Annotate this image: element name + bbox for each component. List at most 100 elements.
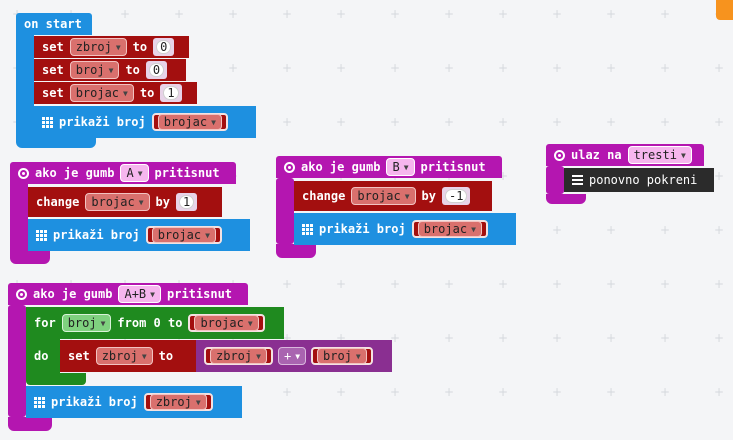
chevron-down-icon: ▼ — [295, 351, 301, 361]
set-zbroj-block[interactable]: set zbroj▼ to 0 — [34, 36, 189, 58]
grid-cross: + — [714, 331, 725, 345]
reset-block[interactable]: ponovno pokreni — [564, 168, 714, 192]
variable-name: zbroj — [101, 349, 138, 363]
number-input[interactable]: 0 — [148, 63, 165, 77]
chevron-down-icon: ▼ — [195, 397, 201, 407]
show-number-label: prikaži broj — [53, 228, 140, 242]
chevron-down-icon: ▼ — [115, 42, 121, 52]
show-number-block[interactable]: prikaži broj brojac▼ — [28, 219, 250, 251]
variable-dropdown[interactable]: brojac▼ — [351, 187, 416, 205]
gesture-name: tresti — [633, 148, 677, 162]
from-to-keyword: from 0 to — [117, 316, 183, 330]
operator-dropdown[interactable]: +▼ — [277, 347, 307, 365]
variable-dropdown[interactable]: brojac▼ — [157, 114, 222, 130]
loop-variable-dropdown[interactable]: broj▼ — [61, 314, 112, 332]
button-dropdown[interactable]: B▼ — [386, 158, 415, 176]
set-brojac-block[interactable]: set brojac▼ to 1 — [34, 82, 197, 104]
show-number-label: prikaži broj — [59, 115, 146, 129]
variable-dropdown[interactable]: brojac▼ — [69, 84, 134, 102]
variable-dropdown[interactable]: zbroj▼ — [69, 38, 127, 56]
grid-cross: + — [606, 223, 617, 237]
grid-cross: + — [228, 7, 239, 21]
variable-reporter[interactable]: brojac▼ — [411, 220, 488, 238]
variable-dropdown[interactable]: broj▼ — [69, 61, 120, 79]
grid-cross: + — [174, 7, 185, 21]
led-grid-icon — [34, 396, 45, 408]
variable-reporter[interactable]: brojac▼ — [188, 314, 265, 332]
grid-cross: + — [498, 385, 509, 399]
left-operand-reporter[interactable]: zbroj▼ — [204, 347, 273, 365]
grid-cross: + — [552, 61, 563, 75]
set-broj-block[interactable]: set broj▼ to 0 — [34, 59, 186, 81]
grid-cross: + — [660, 223, 671, 237]
number-input[interactable]: -1 — [445, 189, 468, 203]
variable-dropdown[interactable]: brojac▼ — [85, 193, 150, 211]
button-dropdown[interactable]: A▼ — [120, 164, 149, 182]
grid-cross: + — [498, 7, 509, 21]
button-event-prefix: ako je gumb — [33, 287, 113, 301]
chevron-down-icon: ▼ — [108, 65, 114, 75]
chevron-down-icon: ▼ — [123, 88, 128, 98]
variable-dropdown[interactable]: zbroj▼ — [210, 348, 267, 364]
grid-cross: + — [660, 61, 671, 75]
set-zbroj-sum-block[interactable]: set zbroj▼ to — [60, 340, 200, 372]
show-number-block[interactable]: prikaži broj brojac▼ — [294, 213, 516, 245]
grid-cross: + — [282, 61, 293, 75]
variable-dropdown[interactable]: zbroj▼ — [95, 347, 153, 365]
variable-reporter[interactable]: zbroj▼ — [143, 393, 213, 411]
show-number-block[interactable]: prikaži broj zbroj▼ — [26, 386, 242, 418]
variable-name: broj — [67, 316, 97, 330]
change-brojac-block[interactable]: change brojac▼ by -1 — [294, 181, 492, 211]
variable-dropdown[interactable]: brojac▼ — [417, 221, 482, 237]
toolbox-edge-tab[interactable] — [716, 0, 733, 20]
number-input[interactable]: 1 — [163, 86, 179, 100]
grid-cross: + — [714, 277, 725, 291]
button-dropdown[interactable]: A+B▼ — [118, 285, 161, 303]
variable-dropdown[interactable]: brojac▼ — [194, 315, 259, 331]
change-brojac-block[interactable]: change brojac▼ by 1 — [28, 187, 222, 217]
shake-header[interactable]: ulaz na tresti▼ — [546, 144, 704, 166]
variable-reporter[interactable]: brojac▼ — [151, 113, 228, 131]
event-icon — [18, 167, 29, 179]
chevron-down-icon: ▼ — [680, 150, 686, 160]
chevron-down-icon: ▼ — [150, 289, 155, 299]
button-b-header[interactable]: ako je gumb B▼ pritisnut — [276, 156, 502, 178]
variable-name: brojac — [75, 86, 120, 100]
gesture-dropdown[interactable]: tresti▼ — [627, 146, 692, 164]
button-a-header[interactable]: ako je gumb A▼ pritisnut — [10, 162, 236, 184]
number-input[interactable]: 0 — [156, 40, 172, 54]
variable-reporter[interactable]: brojac▼ — [145, 226, 222, 244]
for-loop-header[interactable]: for broj▼ from 0 to brojac▼ — [26, 307, 284, 339]
grid-cross: + — [336, 7, 347, 21]
chevron-down-icon: ▼ — [256, 351, 261, 361]
chevron-down-icon: ▼ — [205, 230, 210, 240]
chevron-down-icon: ▼ — [247, 318, 253, 328]
button-ab-header[interactable]: ako je gumb A+B▼ pritisnut — [8, 283, 248, 305]
grid-cross: + — [498, 277, 509, 291]
for-keyword: for — [34, 316, 56, 330]
show-number-block[interactable]: prikaži broj brojac▼ — [34, 106, 256, 138]
right-operand-reporter[interactable]: broj▼ — [311, 347, 373, 365]
for-loop-footer — [26, 373, 86, 385]
chevron-down-icon: ▼ — [211, 117, 216, 127]
variable-name: broj — [323, 349, 352, 363]
chevron-down-icon: ▼ — [403, 162, 409, 172]
chevron-down-icon: ▼ — [138, 197, 144, 207]
variable-name: brojac — [163, 115, 208, 129]
to-keyword: to — [132, 40, 148, 54]
grid-cross: + — [444, 7, 455, 21]
button-b-footer — [276, 244, 316, 258]
on-start-header[interactable]: on start — [16, 13, 92, 35]
variable-dropdown[interactable]: broj▼ — [317, 348, 367, 364]
grid-cross: + — [444, 115, 455, 129]
button-name: A — [126, 166, 134, 180]
variable-name: zbroj — [155, 395, 192, 409]
variable-dropdown[interactable]: brojac▼ — [151, 227, 216, 243]
grid-cross: + — [444, 331, 455, 345]
number-input[interactable]: 1 — [179, 195, 195, 209]
variable-dropdown[interactable]: zbroj▼ — [149, 394, 207, 410]
chevron-down-icon: ▼ — [471, 224, 476, 234]
grid-cross: + — [498, 169, 509, 183]
addition-operator-block[interactable]: zbroj▼ +▼ broj▼ — [196, 340, 392, 372]
